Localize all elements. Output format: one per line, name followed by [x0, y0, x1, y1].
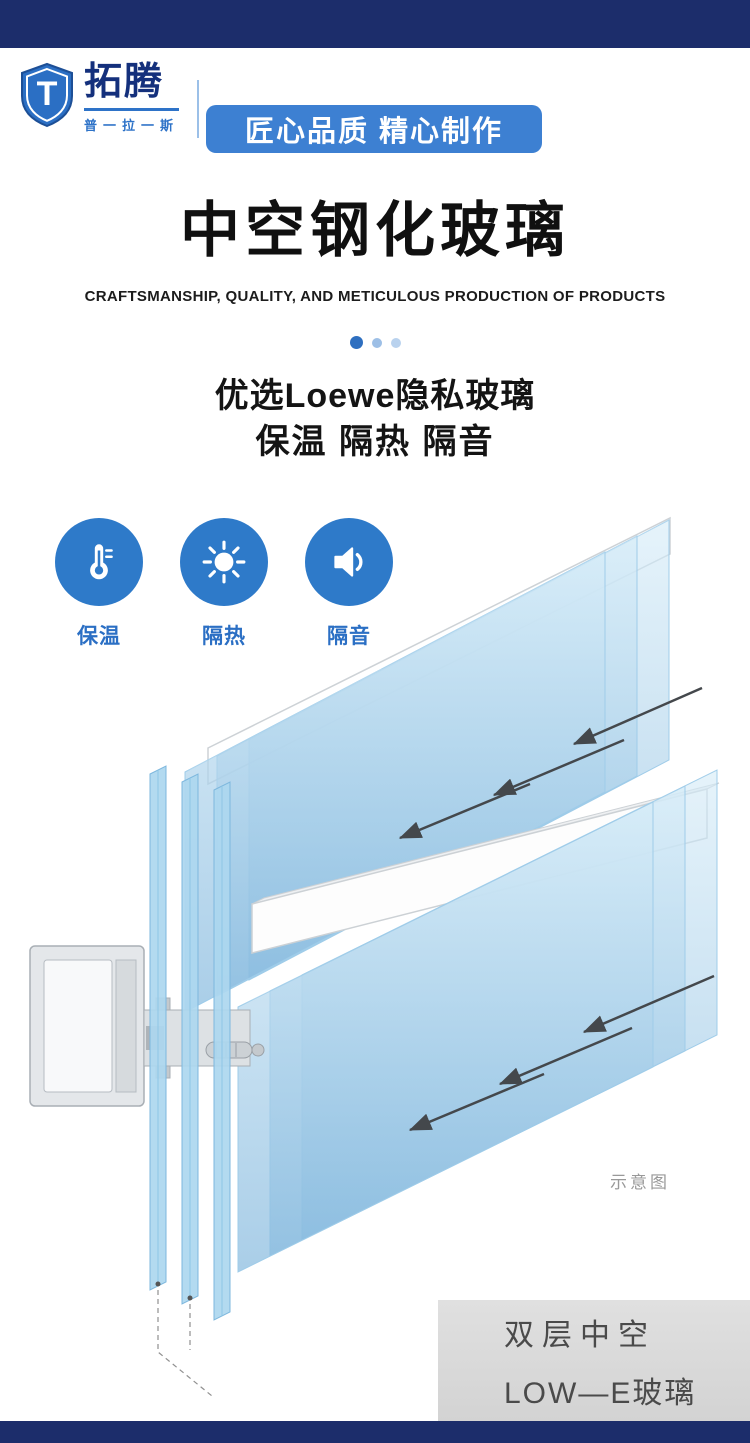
glass-label-panel: 双层中空 LOW—E玻璃 [438, 1300, 750, 1421]
feature-insulation: 保温 [55, 518, 143, 650]
features-row: 保温 隔热 [55, 518, 393, 650]
glass-diagram [29, 516, 724, 1397]
pointer-arrows [398, 686, 715, 1132]
carousel-dot[interactable] [371, 337, 382, 348]
selling-point-1: 优选Loewe隐私玻璃 [214, 377, 536, 415]
feature-heat: 隔热 [180, 518, 268, 650]
page-subtitle-en: CRAFTSMANSHIP, QUALITY, AND METICULOUS P… [84, 288, 666, 305]
brand-subtitle: 普一拉一斯 [84, 107, 180, 134]
carousel-dot[interactable] [390, 337, 401, 348]
glass-edge-strips [149, 765, 231, 1321]
glass-label-line2: LOW—E玻璃 [504, 1376, 697, 1410]
page-title: 中空钢化玻璃 [180, 197, 570, 264]
selling-point-2: 保温 隔热 隔音 [255, 423, 495, 461]
top-bar [0, 0, 750, 48]
leader-lines [155, 1281, 213, 1397]
quality-banner: 匠心品质 精心制作 [206, 105, 542, 153]
logo-divider [197, 80, 199, 138]
feature-label: 隔热 [202, 625, 246, 648]
feature-label: 保温 [77, 625, 121, 648]
carousel-dot-active[interactable] [349, 336, 363, 349]
shield-icon: T [21, 62, 73, 128]
brand-logo: T 拓腾 普一拉一斯 [18, 61, 180, 134]
logo-letter: T [37, 75, 58, 113]
brand-name: 拓腾 [84, 61, 165, 103]
logo-text: 拓腾 普一拉一斯 [84, 61, 180, 134]
glass-label-line1: 双层中空 [504, 1318, 656, 1352]
frame-box-middle [251, 782, 720, 954]
aluminium-profile [29, 945, 265, 1107]
sun-icon [180, 518, 268, 606]
feature-label: 隔音 [327, 625, 371, 648]
feature-sound: 隔音 [305, 518, 393, 650]
speaker-icon [305, 518, 393, 606]
thermometer-icon [55, 518, 143, 606]
diagram-caption: 示意图 [610, 1173, 670, 1192]
carousel-dots [0, 336, 750, 349]
bottom-bar [0, 1421, 750, 1443]
glass-panes-bottom [237, 766, 724, 1273]
